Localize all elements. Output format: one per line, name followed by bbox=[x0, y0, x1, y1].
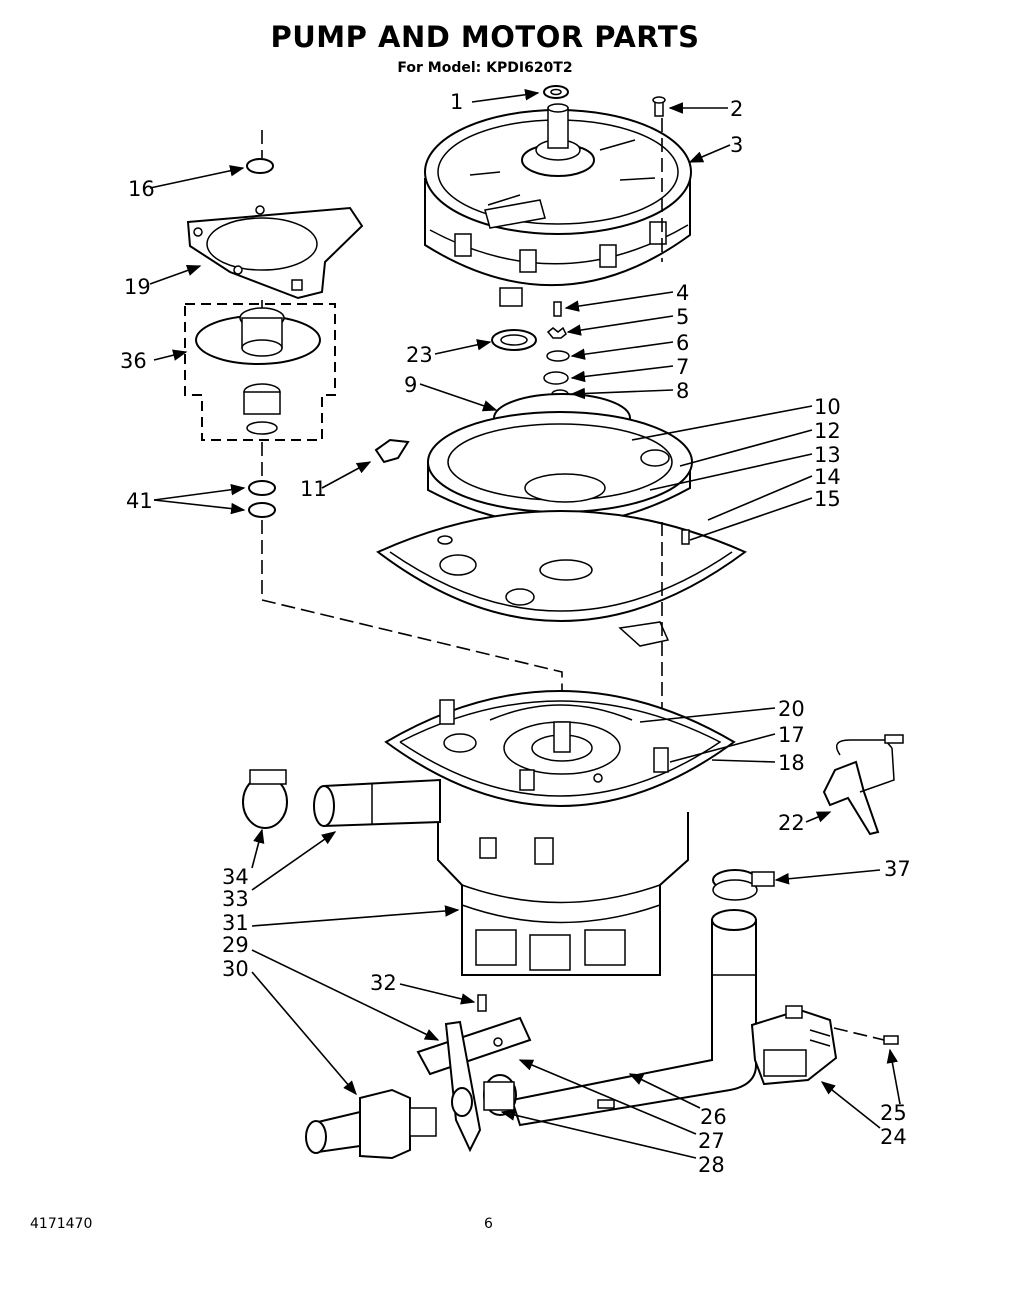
callout-20: 20 bbox=[778, 697, 805, 721]
callout-3: 3 bbox=[730, 133, 743, 157]
callout-31: 31 bbox=[222, 911, 249, 935]
motor-shaft-hub bbox=[521, 103, 595, 177]
chopper-assembly bbox=[195, 307, 321, 435]
callout-22: 22 bbox=[778, 811, 805, 835]
seal-ring bbox=[491, 329, 537, 351]
callout-26: 26 bbox=[700, 1105, 727, 1129]
callout-18: 18 bbox=[778, 751, 805, 775]
callout-29: 29 bbox=[222, 933, 249, 957]
small-parts-stack bbox=[543, 301, 570, 399]
thermal-sensor bbox=[822, 734, 904, 836]
callout-11: 11 bbox=[300, 477, 327, 501]
o-ring-top bbox=[246, 158, 274, 174]
callout-19: 19 bbox=[124, 275, 151, 299]
lower-gasket-plate bbox=[376, 510, 747, 647]
callout-24: 24 bbox=[880, 1125, 907, 1149]
motor-housing bbox=[437, 812, 689, 976]
document-number: 4171470 bbox=[30, 1216, 93, 1232]
callout-7: 7 bbox=[676, 355, 689, 379]
callout-1: 1 bbox=[450, 90, 463, 114]
callout-27: 27 bbox=[698, 1129, 725, 1153]
callout-2: 2 bbox=[730, 97, 743, 121]
shaft-washer bbox=[543, 85, 569, 99]
callout-10: 10 bbox=[814, 395, 841, 419]
inlet-hose bbox=[313, 778, 441, 828]
drain-clamp bbox=[712, 869, 775, 901]
callout-9: 9 bbox=[404, 373, 417, 397]
callout-6: 6 bbox=[676, 331, 689, 355]
pump-base bbox=[384, 690, 736, 807]
page-title: PUMP AND MOTOR PARTS bbox=[270, 20, 700, 54]
callout-4: 4 bbox=[676, 281, 689, 305]
bracket-screw bbox=[597, 1099, 615, 1109]
leader-lines bbox=[149, 89, 901, 1159]
callout-8: 8 bbox=[676, 379, 689, 403]
callout-36: 36 bbox=[120, 349, 147, 373]
callout-33: 33 bbox=[222, 887, 249, 911]
callout-41: 41 bbox=[126, 489, 153, 513]
housing-screw bbox=[477, 994, 487, 1012]
switch-screw-line bbox=[833, 1027, 885, 1041]
callout-numbers: 1 2 3 4 5 6 7 8 9 10 11 12 13 14 15 16 1… bbox=[120, 90, 911, 1177]
model-subtitle: For Model: KPDI620T2 bbox=[397, 60, 573, 76]
hose-clamp-left bbox=[242, 769, 288, 829]
callout-13: 13 bbox=[814, 443, 841, 467]
dashed-assembly-box bbox=[184, 303, 336, 441]
callout-16: 16 bbox=[128, 177, 155, 201]
pump-housing-plate bbox=[427, 411, 693, 526]
small-bracket bbox=[374, 438, 410, 464]
float-switch bbox=[750, 1005, 838, 1086]
callout-32: 32 bbox=[370, 971, 397, 995]
callout-5: 5 bbox=[676, 305, 689, 329]
callout-23: 23 bbox=[406, 343, 433, 367]
motor-mount-plate bbox=[424, 109, 692, 307]
o-ring-pair bbox=[248, 480, 276, 518]
cover-gasket bbox=[186, 205, 364, 300]
callout-28: 28 bbox=[698, 1153, 725, 1177]
valve-body bbox=[451, 1074, 517, 1117]
callout-30: 30 bbox=[222, 957, 249, 981]
callout-34: 34 bbox=[222, 865, 249, 889]
callout-12: 12 bbox=[814, 419, 841, 443]
callout-14: 14 bbox=[814, 465, 841, 489]
callout-17: 17 bbox=[778, 723, 805, 747]
callout-37: 37 bbox=[884, 857, 911, 881]
mount-screw bbox=[652, 96, 666, 117]
page-number: 6 bbox=[484, 1216, 493, 1232]
switch-screw bbox=[883, 1035, 899, 1045]
callout-25: 25 bbox=[880, 1101, 907, 1125]
inlet-fitting bbox=[305, 1088, 437, 1160]
callout-15: 15 bbox=[814, 487, 841, 511]
